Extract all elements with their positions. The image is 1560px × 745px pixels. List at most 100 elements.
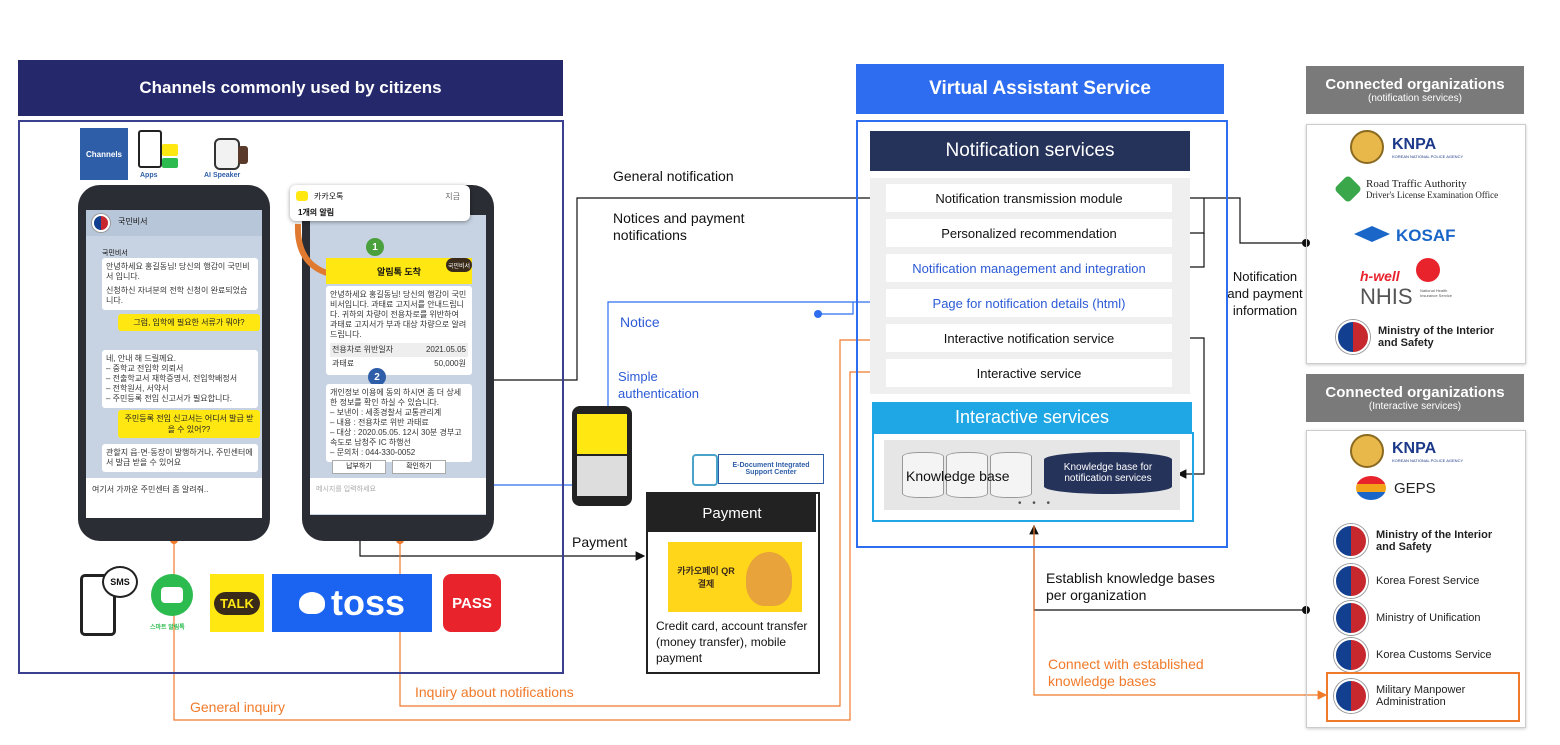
knpa-emblem-icon [1350, 130, 1384, 164]
channels-tag-label: Channels [85, 149, 122, 159]
kakaopay-qr-label: 카카오페이 QR결제 [677, 566, 735, 589]
sms-label: SMS [110, 577, 130, 587]
org-mois-inter: Ministry of the Interior and Safety [1334, 524, 1506, 558]
row-personalized-recommendation: Personalized recommendation [886, 219, 1172, 247]
org-knpa-inter: KNPA KOREAN NATIONAL POLICE AGENCY [1350, 434, 1463, 468]
org-nhis: h-well NHIS National Health Insurance Se… [1360, 258, 1480, 309]
notice-detail-item: – 문의처 : 044-330-0052 [330, 448, 416, 457]
channels-panel [18, 120, 564, 674]
nhis-heart-icon [1416, 258, 1440, 282]
kakao-popup-sub: 1개의 알림 [298, 208, 335, 217]
auth-phone-icon [572, 406, 632, 506]
org-geps-name: GEPS [1394, 479, 1436, 497]
phone1-msg2: 네, 안내 해 드릴께요. – 중학교 전입학 의뢰서 – 전출학교서 재학증명… [102, 350, 258, 408]
org-unification: Ministry of Unification [1334, 601, 1481, 635]
kakao-alimtalk-caption: 스마트 알림톡 [150, 625, 185, 631]
phone2-input-text: 메시지를 입력하세요 [316, 486, 376, 493]
org-knpa: KNPA KOREAN NATIONAL POLICE AGENCY [1350, 130, 1463, 164]
vas-panel [856, 120, 1228, 548]
org-mois-notif: Ministry of the Interior and Safety [1336, 320, 1508, 354]
toss-icon: toss [272, 574, 432, 632]
orgs-notif-panel [1306, 124, 1526, 364]
org-forest-service: Korea Forest Service [1334, 564, 1479, 598]
toss-logo-icon [298, 592, 325, 614]
orgs-inter-header: Connected organizations (Interactive ser… [1306, 374, 1524, 422]
notice-detail-text: 개인정보 이용에 동의 하시면 좀 더 상세한 정보를 확인 하실 수 있습니다… [330, 388, 462, 407]
notice-row-label: 전용차로 위반일자 [332, 345, 394, 354]
label-notif-payment-info: Notification and payment information [1227, 269, 1303, 318]
row-interactive-notification: Interactive notification service [886, 324, 1172, 352]
phone1-question2: 주민등록 전입 신고서는 어디서 발급 받을 수 있어?? [118, 410, 260, 438]
phone1-list-item: – 전학원서, 서약서 [106, 384, 169, 393]
gov-emblem-icon [1334, 638, 1368, 672]
pass-label: PASS [452, 594, 492, 612]
payment-header: Payment [648, 494, 816, 532]
phone1-list-item: – 주민등록 전입 신고서가 필요합니다. [106, 394, 232, 403]
channels-title: Channels commonly used by citizens [139, 78, 442, 97]
phone1-msg1b-text: 신청하신 자녀분의 전학 신청이 완료되었습니다. [106, 286, 248, 305]
org-knpa-inter-name: KNPA [1392, 439, 1437, 457]
mois-emblem-icon [1334, 524, 1368, 558]
phone1-input-text: 여기서 가까운 주민센터 좀 알려줘.. [92, 485, 209, 494]
kb-notif-cylinder: Knowledge base for notification services [1044, 452, 1172, 494]
apps-caption: Apps [140, 172, 158, 179]
notif-services-bg [870, 178, 1190, 394]
gov-logo-icon [92, 214, 110, 232]
org-customs-name: Korea Customs Service [1376, 649, 1492, 661]
pass-icon: PASS [443, 574, 501, 632]
orgs-inter-subtitle: (Interactive services) [1368, 401, 1462, 412]
org-kosaf-name: KOSAF [1396, 226, 1456, 245]
orgs-notif-subtitle: (notification services) [1368, 93, 1462, 104]
kb-notif-label: Knowledge base for notification services [1063, 462, 1153, 484]
knpa-emblem-icon [1350, 434, 1384, 468]
notice-row-value: 50,000원 [434, 359, 466, 368]
notice-detail-item: – 내용 : 전용차로 위반 과태료 [330, 418, 429, 427]
sms-icon: SMS [102, 566, 138, 598]
channels-tag: Channels [80, 128, 128, 180]
phone1-app-name: 국민비서 [118, 217, 148, 226]
confirm-button[interactable]: 확인하기 [392, 460, 446, 474]
notice-detail-item: – 대상 : 2020.05.05. 12시 30분 경부고속도로 남청주 IC… [330, 428, 462, 447]
kakaopay-qr: 카카오페이 QR결제 [668, 542, 802, 612]
pay-now-button[interactable]: 납부하기 [332, 460, 386, 474]
org-nhis-sub: National Health Insurance Service [1420, 288, 1453, 298]
phone1-question1: 그럼, 입학에 필요한 서류가 뭐야? [118, 314, 260, 331]
notice-banner-tag: 국민비서 [446, 258, 472, 272]
mois-emblem-icon [1336, 320, 1370, 354]
notice-row-value: 2021.05.05 [425, 345, 466, 354]
row-interactive-service: Interactive service [886, 359, 1172, 387]
kakao-popup-time: 지금 [445, 192, 460, 201]
kakao-popup: 카카오톡 지금 1개의 알림 [290, 185, 470, 221]
org-kosaf: KOSAF [1354, 226, 1456, 246]
rta-logo-icon [1333, 174, 1363, 204]
interactive-services-panel [872, 432, 1194, 522]
phone1-msg3: 관할지 읍·면·동장이 발행하거나, 주민센터에서 발급 받을 수 있어요 [102, 444, 258, 472]
notice-row-1: 전용차로 위반일자 2021.05.05 [330, 343, 468, 357]
phone2-input[interactable]: 메시지를 입력하세요 [310, 478, 486, 514]
gov-emblem-icon [1334, 564, 1368, 598]
notice-detail: 개인정보 이용에 동의 하시면 좀 더 상세한 정보를 확인 하실 수 있습니다… [326, 384, 472, 462]
phone1-msg1: 안녕하세요 홍길동님! 당신의 행감이 국민비서 입니다. 신청하신 자녀분의 … [102, 258, 258, 310]
org-customs: Korea Customs Service [1334, 638, 1492, 672]
notice-row-2: 과태료 50,000원 [330, 357, 468, 371]
badge-2: 2 [368, 368, 386, 386]
phone1-titlebar [86, 210, 262, 236]
orgs-inter-panel [1306, 430, 1526, 728]
org-unification-name: Ministry of Unification [1376, 612, 1481, 624]
label-general-inquiry: General inquiry [190, 699, 285, 715]
speaker-caption: AI Speaker [204, 172, 241, 179]
kakao-popup-header: 카카오톡 [314, 192, 344, 201]
sms-phone-icon [80, 574, 116, 636]
row-notification-management: Notification management and integration [886, 254, 1172, 282]
channels-header: Channels commonly used by citizens [18, 60, 563, 116]
org-geps: GEPS [1356, 476, 1436, 500]
phone1-input[interactable]: 여기서 가까운 주민센터 좀 알려줘.. [86, 478, 262, 518]
geps-logo-icon [1356, 476, 1386, 500]
gov-emblem-icon [1334, 679, 1368, 713]
org-rta-sub: Driver's License Examination Office [1366, 190, 1499, 200]
label-connect-kb: Connect with established knowledge bases [1048, 656, 1204, 689]
label-establish-kb: Establish knowledge bases per organizati… [1046, 570, 1215, 603]
badge-1: 1 [366, 238, 384, 256]
row-transmission-module: Notification transmission module [886, 184, 1172, 212]
phone1-list-item: – 중학교 전입학 의뢰서 [106, 364, 184, 373]
